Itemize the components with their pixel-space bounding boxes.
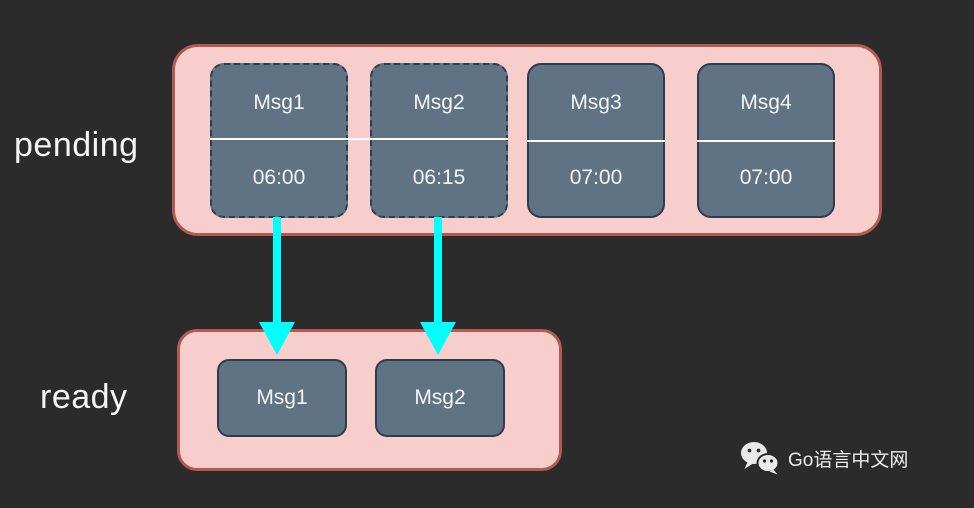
message-divider-line	[527, 140, 665, 142]
message-name: Msg2	[413, 90, 465, 114]
message-name: Msg4	[740, 90, 792, 114]
pending-message-box-msg1: Msg1 06:00	[210, 63, 348, 218]
watermark: Go语言中文网	[740, 441, 908, 475]
arrow-shaft	[434, 217, 442, 325]
pending-queue-container: Msg1 06:00 Msg2 06:15 Msg3 07:00 Msg4 07…	[172, 44, 882, 236]
arrow-head-icon	[420, 322, 456, 355]
wechat-icon	[740, 441, 780, 475]
message-name: Msg1	[253, 90, 305, 114]
message-name: Msg3	[570, 90, 622, 114]
ready-message-box-msg2: Msg2	[375, 359, 505, 437]
message-divider-line	[697, 140, 835, 142]
message-time: 06:15	[412, 166, 466, 190]
ready-queue-container: Msg1 Msg2	[177, 329, 562, 471]
arrow-shaft	[273, 217, 281, 325]
message-name: Msg1	[256, 386, 308, 409]
message-name: Msg2	[414, 386, 466, 409]
pending-queue-label: pending	[14, 126, 139, 164]
ready-queue-label: ready	[40, 378, 128, 416]
pending-message-box-msg2: Msg2 06:15	[370, 63, 508, 218]
message-time: 07:00	[739, 166, 793, 190]
pending-message-box-msg3: Msg3 07:00	[527, 63, 665, 218]
ready-message-box-msg1: Msg1	[217, 359, 347, 437]
pending-message-box-msg4: Msg4 07:00	[697, 63, 835, 218]
message-time: 06:00	[252, 166, 306, 190]
divider-line-through-msg1-msg2	[210, 138, 508, 140]
watermark-text: Go语言中文网	[788, 449, 909, 471]
arrow-head-icon	[259, 322, 295, 355]
message-time: 07:00	[569, 166, 623, 190]
